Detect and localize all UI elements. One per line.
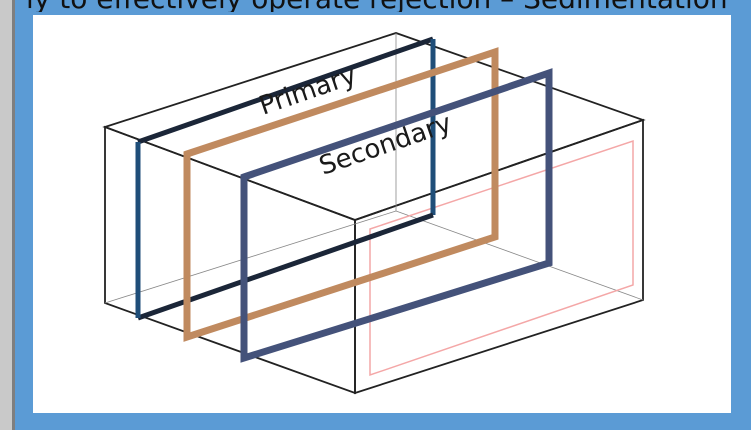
- inner-outline: [369, 139, 634, 377]
- primary-frame: [135, 36, 436, 321]
- left-strip-edge: [12, 0, 15, 430]
- middle-frame: [183, 47, 499, 342]
- diagram-panel: Primary Secondary: [33, 15, 731, 413]
- secondary-frame: [240, 68, 553, 363]
- cropped-header-text: ly to effectively operate rejection – Se…: [26, 0, 751, 12]
- tank-diagram: Primary Secondary: [102, 32, 646, 395]
- left-scroll-strip: [0, 0, 12, 430]
